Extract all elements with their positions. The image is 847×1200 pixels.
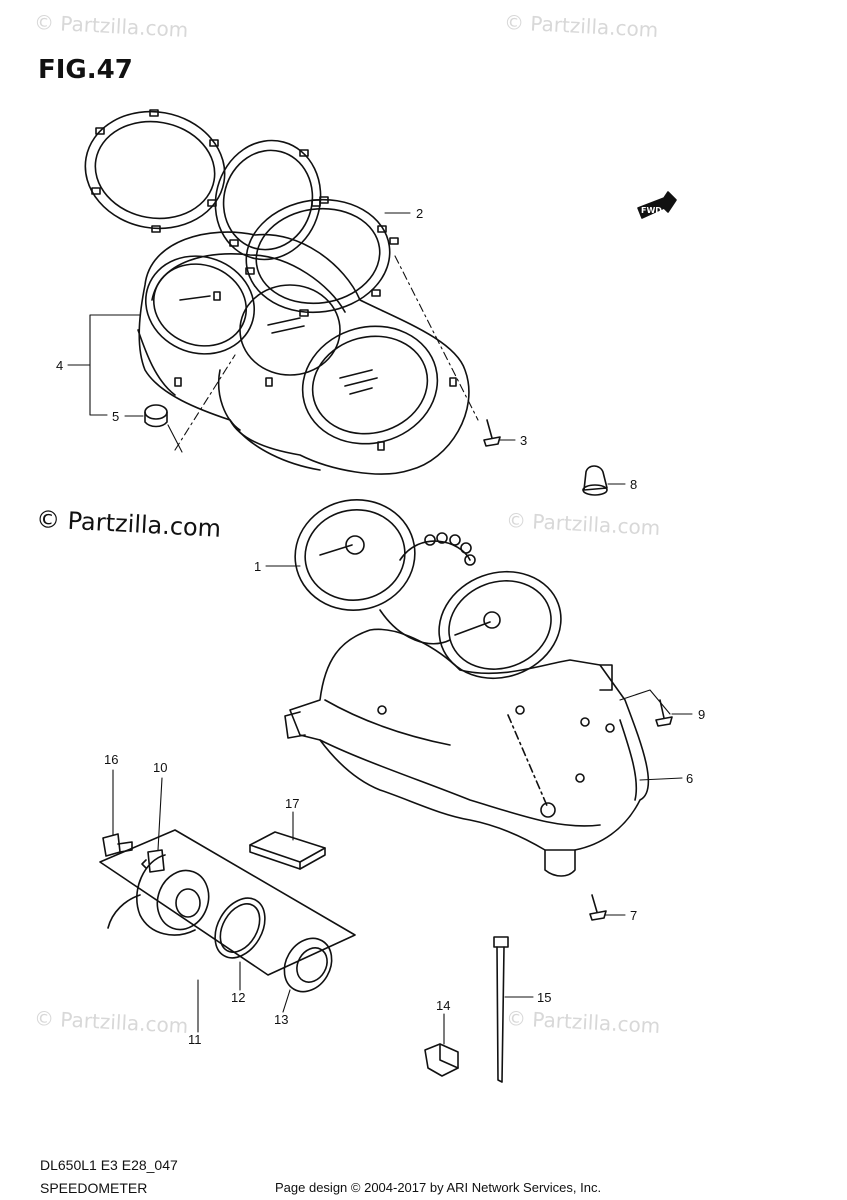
callout-11: 11 — [188, 1032, 202, 1047]
callout-8: 8 — [630, 477, 638, 492]
callout-15: 15 — [537, 990, 552, 1005]
meter-case-upper — [137, 231, 470, 475]
part-15-cable-tie — [493, 936, 509, 1083]
leader-lines — [67, 212, 693, 1045]
part-8-cap — [582, 465, 608, 496]
bezel-ring-right — [245, 196, 399, 317]
callout-3: 3 — [520, 433, 528, 448]
callout-17: 17 — [285, 796, 300, 811]
part-17-pad — [249, 831, 326, 870]
bezel-ring-middle — [214, 139, 322, 261]
part-14-clamp — [424, 1043, 459, 1077]
callout-10: 10 — [153, 760, 168, 775]
meter-lower-case — [284, 628, 650, 877]
part-16-bolt — [102, 833, 133, 857]
callout-16: 16 — [104, 752, 119, 767]
callout-7: 7 — [630, 908, 638, 923]
callout-1: 1 — [254, 559, 262, 574]
page-credit: Page design © 2004-2017 by ARI Network S… — [275, 1180, 602, 1195]
gauge-dial-plate — [294, 499, 562, 680]
callout-14: 14 — [436, 998, 451, 1013]
fwd-label: FWD — [641, 206, 662, 215]
bezel-ring-left — [84, 109, 226, 233]
part-11-group-box — [99, 829, 356, 993]
fwd-arrow-icon — [637, 191, 677, 219]
figure-title: FIG.47 — [38, 55, 133, 85]
callout-12: 12 — [231, 990, 246, 1005]
part-7-screw — [589, 894, 607, 921]
section-name: SPEEDOMETER — [40, 1180, 148, 1196]
callout-5: 5 — [112, 409, 120, 424]
callout-4: 4 — [56, 358, 64, 373]
callout-13: 13 — [274, 1012, 289, 1027]
model-code: DL650L1 E3 E28_047 — [40, 1157, 178, 1173]
part-3-screw — [483, 419, 501, 447]
callout-9: 9 — [698, 707, 706, 722]
callout-6: 6 — [686, 771, 694, 786]
callout-2: 2 — [416, 206, 424, 221]
part-5-grommet — [144, 404, 168, 428]
